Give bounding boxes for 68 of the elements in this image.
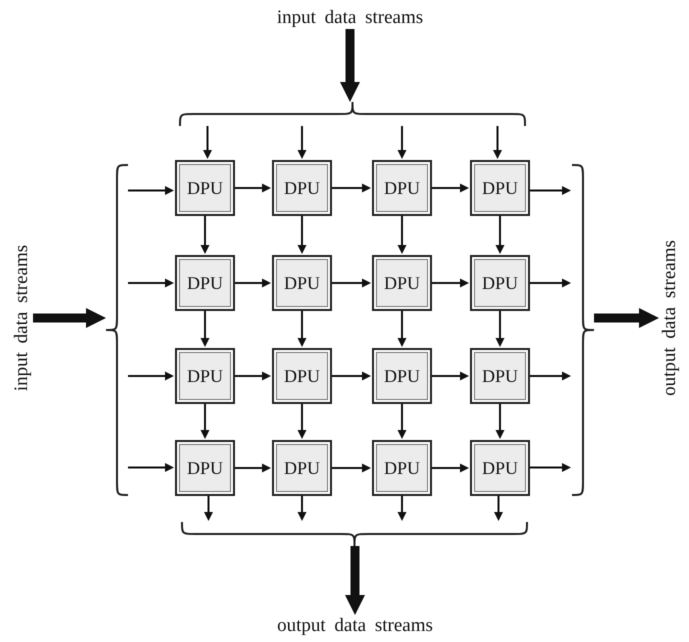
curly-brace xyxy=(180,102,525,126)
arrow xyxy=(594,308,659,328)
processing-unit-box: DPU xyxy=(372,255,432,311)
processing-unit-box: DPU xyxy=(175,160,235,216)
stream-label: input data streams xyxy=(276,7,424,29)
arrow xyxy=(128,463,174,472)
curly-brace xyxy=(182,522,527,546)
arrow xyxy=(200,216,210,254)
arrow xyxy=(496,311,504,347)
processing-unit-box: DPU xyxy=(470,255,530,311)
curly-brace xyxy=(106,165,128,495)
arrow xyxy=(235,278,271,288)
arrow xyxy=(398,404,406,439)
arrow xyxy=(432,372,469,380)
arrow xyxy=(128,186,174,195)
arrow xyxy=(530,278,571,288)
arrow xyxy=(33,308,106,328)
arrow xyxy=(496,404,504,439)
arrow xyxy=(340,29,360,102)
arrow xyxy=(235,184,271,192)
arrow xyxy=(332,278,371,288)
stream-label: input data streams xyxy=(11,244,33,392)
arrow xyxy=(530,186,571,195)
arrow xyxy=(432,278,469,288)
processing-unit-box: DPU xyxy=(272,160,332,216)
arrow xyxy=(332,372,371,380)
arrow xyxy=(203,126,212,159)
arrow xyxy=(200,311,210,347)
arrow xyxy=(298,496,306,521)
arrow xyxy=(493,126,502,159)
arrow xyxy=(432,184,469,192)
processing-unit-box: DPU xyxy=(470,160,530,216)
processing-unit-box: DPU xyxy=(272,255,332,311)
processing-unit-box: DPU xyxy=(175,440,235,496)
processing-unit-box: DPU xyxy=(372,440,432,496)
arrow xyxy=(494,496,503,521)
arrow xyxy=(530,463,571,472)
processing-unit-box: DPU xyxy=(470,440,530,496)
curly-brace xyxy=(572,165,594,495)
processing-unit-box: DPU xyxy=(372,160,432,216)
arrow xyxy=(345,546,365,615)
arrow xyxy=(204,496,213,521)
arrow xyxy=(496,216,504,254)
arrow xyxy=(128,278,174,288)
processing-unit-box: DPU xyxy=(175,255,235,311)
arrow xyxy=(200,404,210,439)
arrow xyxy=(398,216,406,254)
arrow xyxy=(530,372,571,380)
processing-unit-box: DPU xyxy=(272,348,332,404)
arrow xyxy=(235,372,271,380)
arrow xyxy=(432,464,469,472)
processing-unit-box: DPU xyxy=(272,440,332,496)
arrow xyxy=(332,464,371,472)
arrow xyxy=(298,126,306,159)
processing-unit-box: DPU xyxy=(175,348,235,404)
arrow xyxy=(235,464,271,472)
arrow xyxy=(298,404,306,439)
arrow xyxy=(398,126,406,159)
arrow xyxy=(298,216,306,254)
arrow xyxy=(298,311,306,347)
arrow xyxy=(332,184,371,192)
arrow xyxy=(398,496,406,521)
processing-unit-box: DPU xyxy=(470,348,530,404)
processing-unit-box: DPU xyxy=(372,348,432,404)
arrow xyxy=(398,311,406,347)
stream-label: output data streams xyxy=(277,615,433,637)
arrow xyxy=(128,372,174,380)
stream-label: output data streams xyxy=(659,240,681,396)
